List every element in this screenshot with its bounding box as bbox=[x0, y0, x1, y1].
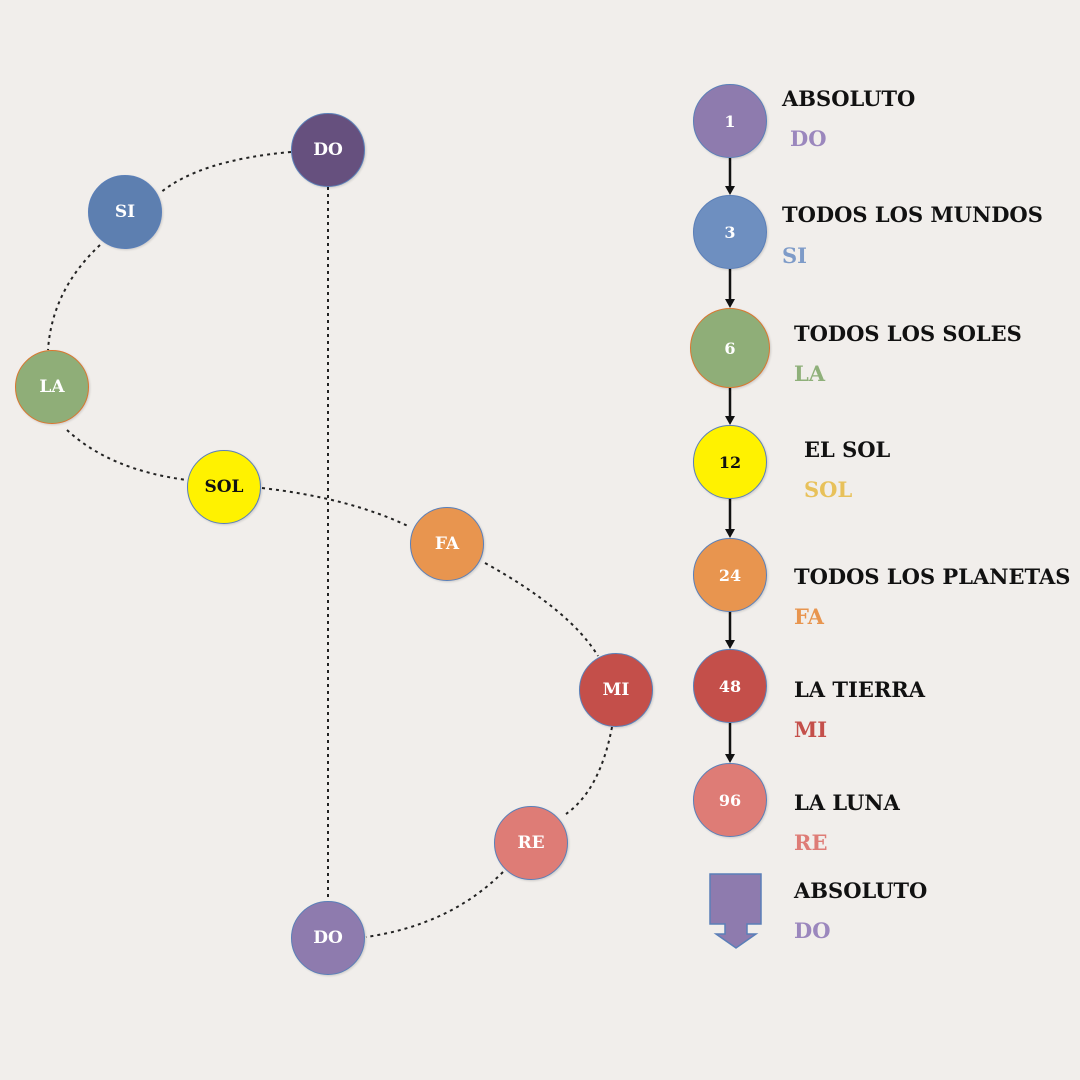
level-title: LA TIERRA bbox=[794, 677, 926, 702]
level-title: LA LUNA bbox=[794, 790, 900, 815]
circle-node-do-bottom: DO bbox=[291, 901, 365, 975]
level-note: SI bbox=[782, 243, 807, 268]
octave-path-la-sol bbox=[66, 429, 188, 481]
level-node-48: 48 bbox=[693, 649, 767, 723]
level-note: MI bbox=[794, 717, 828, 742]
octave-path-sol-fa bbox=[261, 487, 411, 528]
octave-path-si-la bbox=[47, 244, 101, 351]
circle-node-la: LA bbox=[15, 350, 89, 424]
level-title: TODOS LOS PLANETAS bbox=[794, 564, 1071, 589]
level-note: RE bbox=[794, 830, 828, 855]
level-title: TODOS LOS SOLES bbox=[794, 321, 1022, 346]
octave-path-do-si bbox=[159, 151, 292, 194]
level-title: TODOS LOS MUNDOS bbox=[782, 202, 1043, 227]
level-note: LA bbox=[794, 361, 826, 386]
arrow-down bbox=[725, 499, 735, 538]
final-step-note: DO bbox=[794, 918, 831, 943]
arrow-down bbox=[725, 612, 735, 649]
circle-node-do-top: DO bbox=[291, 113, 365, 187]
circle-node-fa: FA bbox=[410, 507, 484, 581]
level-node-24: 24 bbox=[693, 538, 767, 612]
level-title: ABSOLUTO bbox=[782, 86, 916, 111]
arrow-down bbox=[725, 388, 735, 425]
level-note: DO bbox=[790, 126, 827, 151]
level-node-6: 6 bbox=[690, 308, 770, 388]
final-block-arrow-icon bbox=[709, 873, 762, 949]
arrow-down bbox=[725, 269, 735, 308]
level-note: FA bbox=[794, 604, 824, 629]
level-note: SOL bbox=[804, 477, 853, 502]
final-step-title: ABSOLUTO bbox=[794, 878, 928, 903]
octave-path-mi-re bbox=[565, 726, 613, 815]
circle-node-mi: MI bbox=[579, 653, 653, 727]
level-node-96: 96 bbox=[693, 763, 767, 837]
arrow-down bbox=[725, 723, 735, 763]
circle-node-re: RE bbox=[494, 806, 568, 880]
level-title: EL SOL bbox=[804, 437, 891, 462]
circle-node-si: SI bbox=[88, 175, 162, 249]
octave-path-re-do bbox=[365, 871, 504, 938]
level-node-3: 3 bbox=[693, 195, 767, 269]
circle-node-sol: SOL bbox=[187, 450, 261, 524]
octave-path-fa-mi bbox=[484, 562, 599, 657]
level-node-12: 12 bbox=[693, 425, 767, 499]
arrow-down bbox=[725, 158, 735, 195]
level-node-1: 1 bbox=[693, 84, 767, 158]
